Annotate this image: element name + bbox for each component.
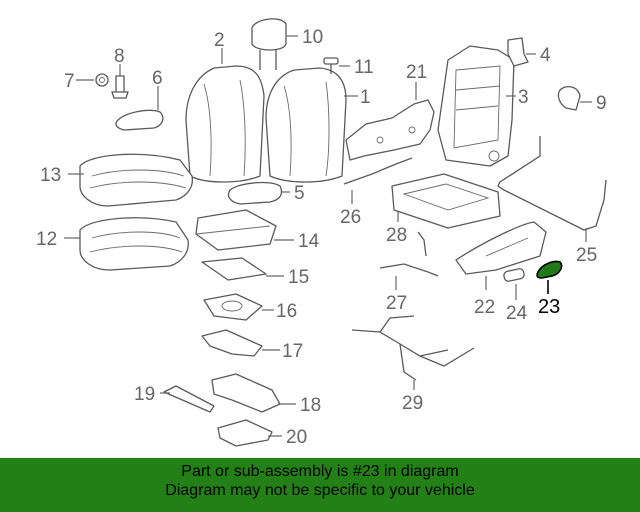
callout-13: 13 — [40, 165, 61, 186]
callout-22: 22 — [474, 297, 495, 318]
callout-16: 16 — [276, 301, 297, 322]
part-headrest — [251, 18, 287, 70]
part-hinge-cover — [557, 85, 581, 111]
part-seat-cushion-cover — [79, 153, 194, 207]
part-clip — [323, 57, 339, 74]
part-tray — [203, 293, 263, 321]
part-recliner-cover — [115, 109, 164, 131]
part-bracket-17 — [201, 329, 263, 357]
callout-15: 15 — [288, 267, 309, 288]
part-seat-frame — [391, 173, 501, 229]
callout-24: 24 — [506, 303, 528, 324]
callout-23: 23 — [538, 296, 560, 318]
part-armrest-cover — [227, 181, 283, 205]
callout-14: 14 — [298, 231, 320, 252]
callout-12: 12 — [36, 229, 57, 250]
callout-11: 11 — [354, 57, 374, 78]
callout-1: 1 — [360, 87, 371, 108]
callout-19: 19 — [134, 384, 155, 405]
part-seatback-frame — [437, 45, 515, 167]
parts-diagram: 1 2 3 4 5 6 7 8 9 10 11 12 13 14 15 16 1… — [36, 18, 607, 448]
callout-18: 18 — [300, 395, 321, 416]
callout-5: 5 — [294, 183, 305, 204]
part-rail — [163, 385, 215, 413]
info-banner: Part or sub-assembly is #23 in diagram D… — [0, 458, 640, 512]
part-bolt — [111, 75, 129, 99]
part-seatback-cushion — [265, 67, 347, 183]
callout-26: 26 — [340, 207, 361, 228]
part-harness — [351, 315, 475, 381]
callout-25: 25 — [576, 245, 597, 266]
callout-3: 3 — [518, 87, 529, 108]
callout-7: 7 — [64, 71, 75, 92]
part-side-shield — [455, 221, 547, 275]
part-knob — [503, 268, 525, 282]
callout-29: 29 — [402, 393, 423, 414]
part-23-highlighted — [536, 260, 563, 279]
callout-20: 20 — [286, 427, 307, 448]
part-side-panel — [345, 99, 435, 161]
callout-21: 21 — [406, 62, 427, 83]
part-base — [211, 373, 281, 413]
banner-line-2: Diagram may not be specific to your vehi… — [165, 482, 475, 499]
callout-27: 27 — [386, 293, 407, 314]
part-nut — [95, 73, 109, 87]
part-cable-27 — [379, 231, 439, 277]
part-pad — [201, 257, 267, 281]
leader-lines — [64, 35, 592, 437]
part-seatback-cover — [185, 65, 265, 183]
part-cushion-block — [195, 209, 277, 251]
callout-8: 8 — [114, 46, 125, 67]
callout-9: 9 — [596, 93, 607, 114]
callout-2: 2 — [214, 30, 225, 51]
callout-28: 28 — [386, 225, 407, 246]
part-bracket — [507, 37, 529, 67]
part-wire-26 — [343, 157, 413, 185]
banner-line-1: Part or sub-assembly is #23 in diagram — [181, 463, 459, 480]
callout-4: 4 — [540, 45, 551, 66]
callout-17: 17 — [282, 341, 303, 362]
callout-6: 6 — [152, 68, 163, 89]
part-seat-cushion-pad — [79, 217, 189, 271]
part-cable — [497, 136, 607, 231]
part-cover-plate — [217, 419, 273, 447]
callout-labels: 1 2 3 4 5 6 7 8 9 10 11 12 13 14 15 16 1… — [36, 27, 607, 448]
callout-10: 10 — [302, 27, 323, 48]
